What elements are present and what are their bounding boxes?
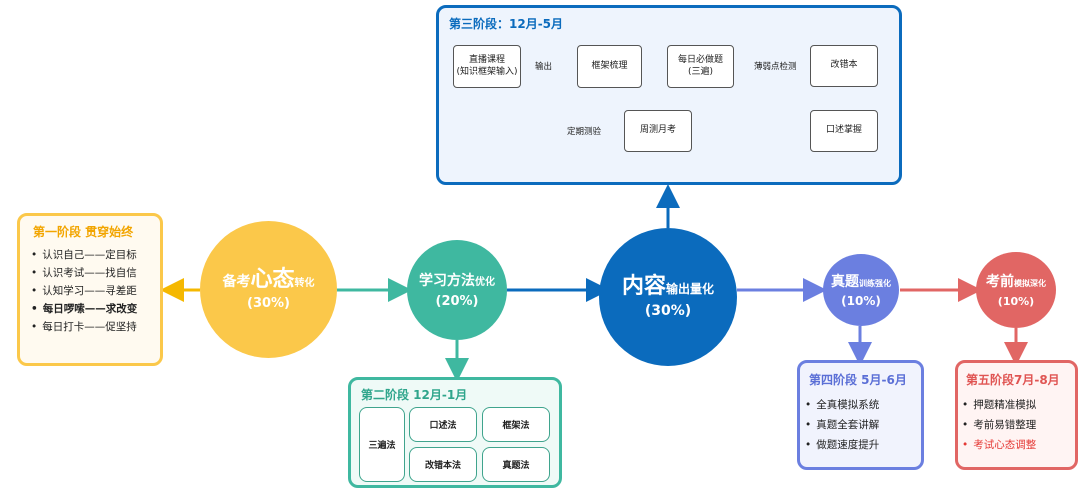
phase4-item: 真题全套讲解 (805, 416, 879, 436)
phase3-box-fix: 改错本 (810, 45, 878, 87)
phase1-item: 认识自己——定目标 (31, 246, 137, 264)
phase5-title: 第五阶段7月-8月 (966, 373, 1060, 387)
phase3-title: 第三阶段：12月-5月 (449, 17, 564, 31)
phase1-list: 认识自己——定目标 认识考试——找自信 认知学习——寻差距 每日啰嗦——求改变 … (31, 246, 137, 336)
circle-final: 考前模拟深化 (10%) (976, 252, 1056, 328)
phase1-item: 每日打卡——促坚持 (31, 318, 137, 336)
phase2-title: 第二阶段 12月-1月 (361, 388, 468, 402)
phase1-item: 认知学习——寻差距 (31, 282, 137, 300)
phase5-item: 考前易错整理 (962, 416, 1036, 436)
edge-label-weak: 薄弱点检测 (752, 60, 799, 72)
phase1-title: 第一阶段 贯穿始终 (33, 225, 134, 239)
phase3-box-oral: 口述掌握 (810, 110, 878, 152)
phase5-list: 押题精准模拟 考前易错整理 考试心态调整 (962, 396, 1036, 456)
circle-content: 内容输出量化 (30%) (599, 228, 737, 366)
circle-exam: 真题训练强化 (10%) (823, 254, 899, 326)
phase2-cell-fix: 改错本法 (409, 447, 477, 482)
circle-mindset: 备考心态转化 (30%) (200, 221, 337, 358)
phase2-cell-framework: 框架法 (482, 407, 550, 442)
phase2-cell-exam: 真题法 (482, 447, 550, 482)
phase3-box-daily: 每日必做题(三遍) (667, 45, 734, 88)
phase1-item: 每日啰嗦——求改变 (31, 300, 138, 318)
phase3-panel (436, 5, 902, 185)
phase1-item: 认识考试——找自信 (31, 264, 137, 282)
phase4-item: 全真模拟系统 (805, 396, 879, 416)
phase3-box-framework: 框架梳理 (577, 45, 642, 88)
phase2-three-method: 三遍法 (359, 407, 405, 482)
phase5-item: 押题精准模拟 (962, 396, 1036, 416)
phase3-box-test: 周测月考 (624, 110, 692, 152)
phase4-item: 做题速度提升 (805, 436, 879, 456)
phase3-box-live: 直播课程(知识框架输入) (453, 45, 521, 88)
circle-method: 学习方法优化 (20%) (407, 240, 507, 340)
phase4-title: 第四阶段 5月-6月 (809, 373, 907, 387)
edge-label-regular: 定期测验 (565, 125, 604, 137)
phase2-cell-oral: 口述法 (409, 407, 477, 442)
phase5-item: 考试心态调整 (962, 436, 1036, 456)
edge-label-output: 输出 (533, 60, 555, 72)
phase4-list: 全真模拟系统 真题全套讲解 做题速度提升 (805, 396, 879, 456)
